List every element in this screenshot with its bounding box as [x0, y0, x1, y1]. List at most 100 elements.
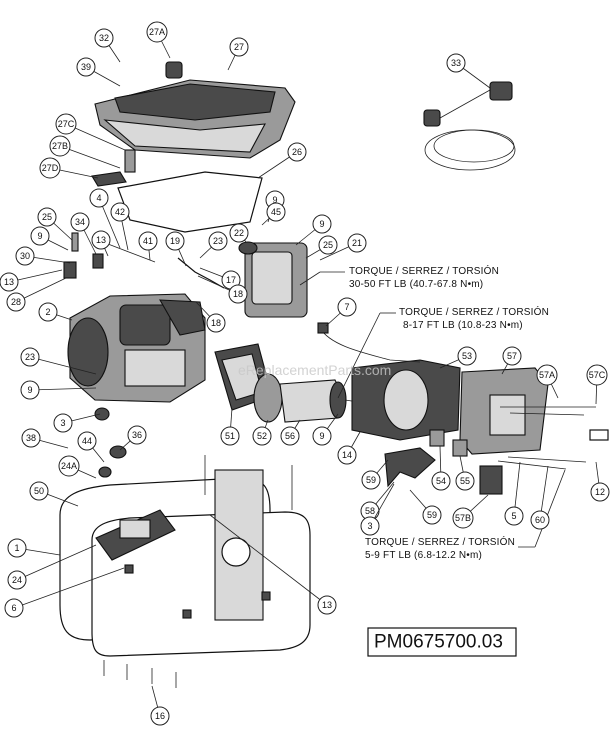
callout-bubble [89, 188, 109, 208]
callout-label: 28 [11, 297, 21, 307]
callout-bubble [590, 482, 610, 502]
callout-19: 19 [165, 231, 187, 267]
callout-label: 18 [211, 318, 221, 328]
callout-bubble [55, 113, 77, 135]
callout-13: 13 [91, 230, 111, 257]
callout-18: 18 [197, 275, 248, 304]
callout-60: 60 [530, 465, 550, 530]
callout-leader-line [65, 123, 126, 151]
callout-bubble [146, 21, 168, 43]
callout-label: 54 [436, 476, 446, 486]
callout-bubble [318, 235, 338, 255]
callout-label: 39 [81, 62, 91, 72]
watermark-text: eReplacementParts.com [238, 362, 391, 378]
torque-note-middle-line2: 8-17 FT LB (10.8-23 N•m) [403, 320, 523, 331]
callout-7: 7 [325, 297, 357, 327]
callout-leader-line [16, 544, 97, 581]
callout-27C: 27C [55, 113, 126, 151]
callout-57A: 57A [536, 364, 559, 399]
exhaust-bracket [177, 257, 225, 289]
callout-label: 30 [20, 251, 30, 261]
callout-bubble [229, 37, 249, 57]
callout-label: 34 [75, 217, 85, 227]
callout-39: 39 [76, 57, 121, 87]
torque-note-upper-line2: 30-50 FT LB (40.7-67.8 N•m) [349, 279, 483, 290]
callout-bubble [70, 212, 90, 232]
power-cord [423, 81, 516, 171]
callout-bubble [360, 516, 380, 536]
callout-45: 45 [261, 202, 286, 226]
callout-label: 52 [257, 431, 267, 441]
callout-label: 42 [115, 207, 125, 217]
callout-4: 4 [89, 188, 121, 249]
callout-13: 13 [209, 514, 337, 615]
callout-bubble [150, 706, 170, 726]
callout-bubble [252, 426, 272, 446]
callout-bubble [502, 346, 522, 366]
callout-label: 57B [455, 513, 471, 523]
callout-bubble [228, 284, 248, 304]
callout-label: 27 [234, 42, 244, 52]
torque-note-middle-line1: TORQUE / SERREZ / TORSIÓN [399, 305, 549, 318]
callout-label: 27A [149, 27, 165, 37]
callout-25: 25 [305, 235, 338, 259]
callout-bubble [287, 142, 307, 162]
callout-57B: 57B [452, 494, 489, 529]
callout-bubble [530, 510, 550, 530]
callout-23: 23 [199, 231, 228, 259]
model-number: PM0675700.03 [374, 632, 503, 653]
callout-label: 9 [319, 431, 324, 441]
callout-label: 25 [323, 240, 333, 250]
engine [67, 293, 206, 403]
callout-23: 23 [20, 347, 97, 375]
choke-linkage [63, 232, 156, 279]
torque-leaders [299, 271, 566, 548]
callout-bubble [30, 226, 50, 246]
callout-53: 53 [439, 346, 477, 369]
callout-label: 50 [34, 486, 44, 496]
callout-label: 21 [352, 238, 362, 248]
torque-note-middle: TORQUE / SERREZ / TORSIÓN 8-17 FT LB (10… [399, 305, 549, 331]
callout-3: 3 [53, 413, 101, 433]
callout-bubble [53, 413, 73, 433]
callout-label: 32 [99, 33, 109, 43]
callout-label: 17 [226, 275, 236, 285]
callout-label: 59 [427, 510, 437, 520]
callout-38: 38 [21, 428, 69, 449]
callout-54: 54 [431, 445, 451, 491]
callout-41: 41 [138, 231, 158, 261]
callout-label: 16 [155, 711, 165, 721]
callout-28: 28 [6, 277, 67, 312]
callout-bubble [20, 347, 40, 367]
callout-21: 21 [319, 233, 367, 261]
torque-note-lower-line1: TORQUE / SERREZ / TORSIÓN [365, 535, 515, 548]
callout-leader-line [209, 514, 328, 606]
callout-24A: 24A [58, 455, 97, 479]
control-panel [95, 509, 176, 561]
muffler [238, 241, 308, 318]
callout-9: 9 [312, 413, 339, 446]
callout-leader-line [29, 387, 97, 391]
callout-bubble [77, 431, 97, 451]
callout-9: 9 [30, 226, 69, 251]
callout-label: 14 [342, 450, 352, 460]
callout-bubble [94, 28, 114, 48]
callout-bubble [165, 231, 185, 251]
callout-18: 18 [195, 301, 226, 333]
callout-33: 33 [446, 53, 491, 89]
callout-bubble [58, 455, 80, 477]
callout-bubble [127, 425, 147, 445]
callout-label: 3 [367, 521, 372, 531]
callout-label: 45 [271, 207, 281, 217]
callout-bubble [452, 507, 474, 529]
callout-label: 4 [96, 193, 101, 203]
callout-bubble [38, 302, 58, 322]
callout-label: 27D [42, 163, 59, 173]
callout-bubble [206, 313, 226, 333]
callout-bubble [455, 471, 475, 491]
callout-bubble [446, 53, 466, 73]
vibration-mounts [103, 564, 271, 688]
callout-label: 44 [82, 436, 92, 446]
callout-label: 9 [37, 231, 42, 241]
